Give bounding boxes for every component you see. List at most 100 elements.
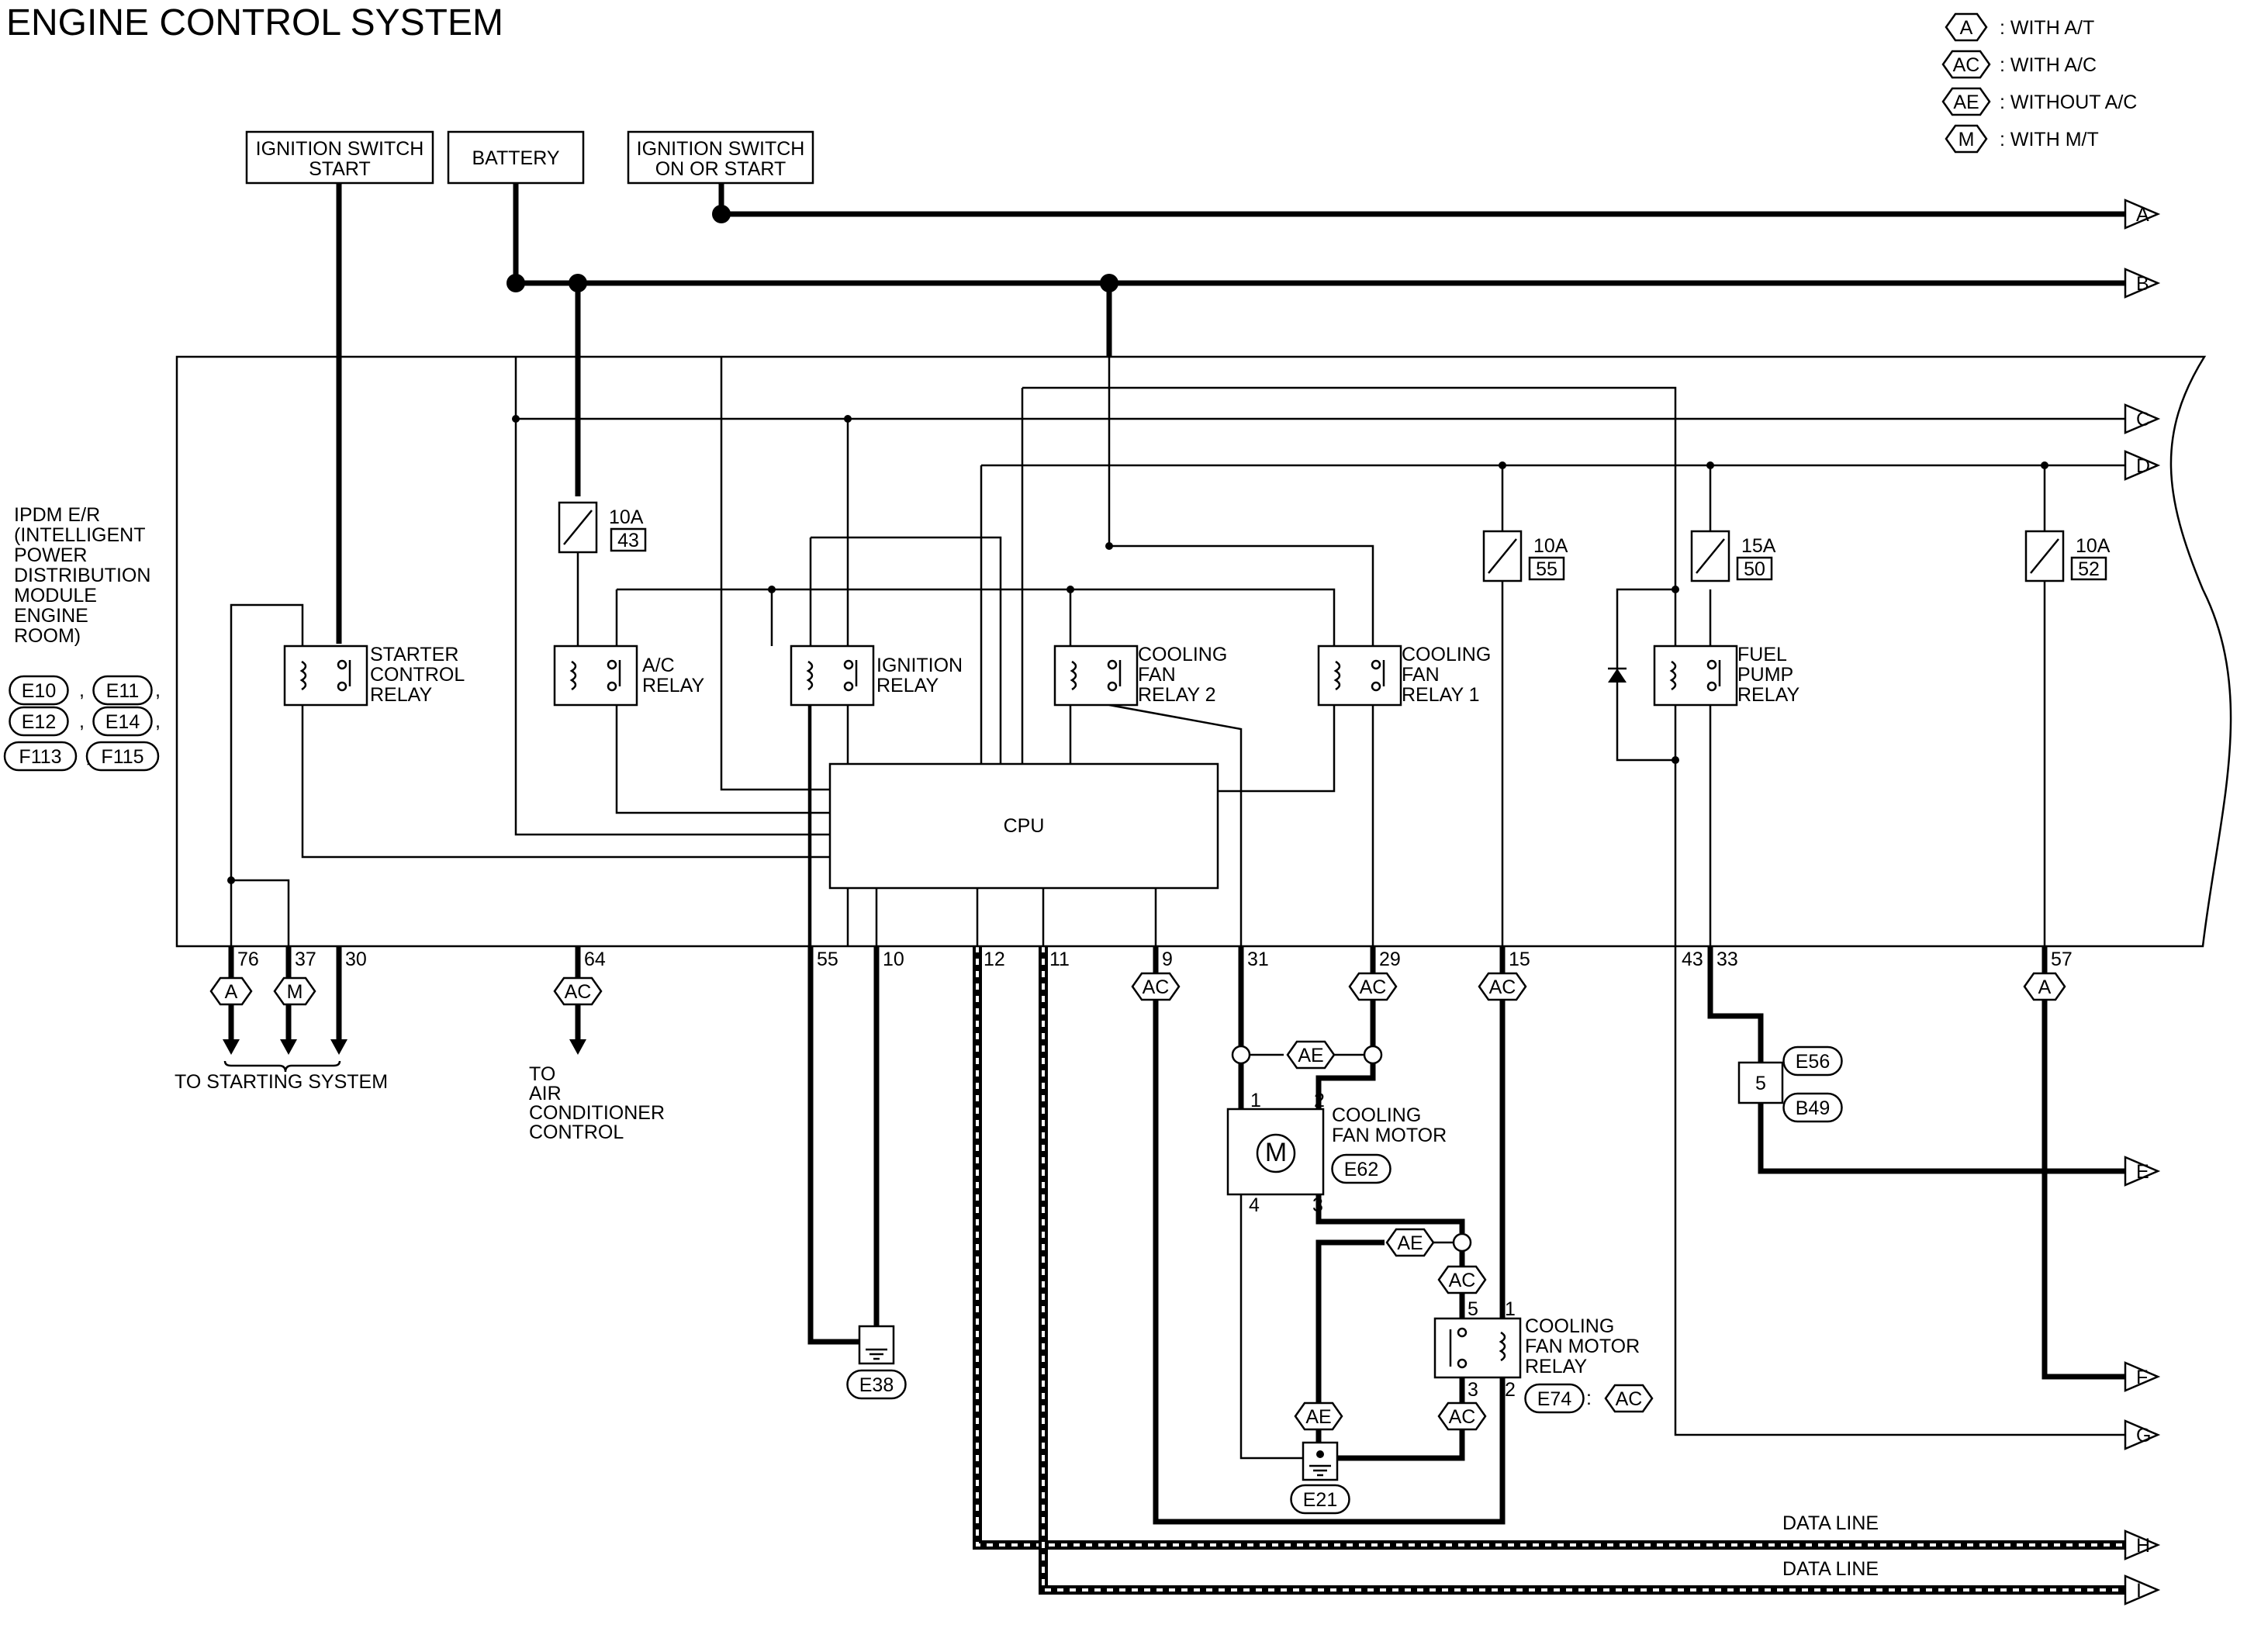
wire: [1315, 1063, 1376, 1109]
ign-cpu-wire: [720, 357, 830, 791]
variant-tag-a: [2023, 972, 2066, 1001]
legend-tag-text: AE: [1953, 92, 1979, 113]
connector-tag-text: E10: [22, 680, 56, 702]
fan-motor-label: COOLING: [1332, 1104, 1421, 1126]
starter-coil-wire: [230, 603, 304, 946]
pin-number: 31: [1247, 949, 1269, 970]
connector-tag: [9, 675, 69, 706]
starter-control-relay-coil: [299, 660, 307, 691]
output-i-text: I: [2136, 1580, 2142, 1602]
fmr-contact: [1457, 1327, 1468, 1338]
ignition-switch-on-box-text: ON OR START: [655, 158, 787, 180]
variant-tag-a-text: A: [2038, 976, 2052, 998]
data-line-i-dash: [1042, 946, 2125, 1592]
battery-cpu-wire: [514, 357, 830, 836]
connector-tag: [1782, 1045, 1843, 1077]
junction-dot: [1499, 461, 1506, 469]
pin-number: 1: [1250, 1090, 1261, 1111]
fuse-amp: 10A: [1533, 535, 1568, 557]
variant-tag-ac-text: AC: [1449, 1406, 1476, 1428]
legend-tag: [1945, 124, 1988, 154]
variant-tag-ac-text: AC: [1143, 976, 1170, 998]
variant-tag-ae-text: AE: [1298, 1045, 1323, 1066]
battery-box-text: BATTERY: [472, 147, 560, 169]
ipdm-label: MODULE: [14, 585, 97, 607]
ground-symbol: [866, 1348, 887, 1360]
ground-symbol: [1309, 1464, 1331, 1477]
wire: [231, 879, 290, 946]
junction-dot: [1706, 461, 1714, 469]
ignition-switch-start-box: [245, 130, 434, 185]
fuel-pump-relay-label: RELAY: [1737, 684, 1799, 706]
legend-text: : WITH A/C: [2000, 54, 2097, 76]
fuel-pump-relay-coil: [1669, 660, 1677, 691]
ipdm-label: POWER: [14, 544, 87, 566]
variant-tag-ae: [1294, 1401, 1343, 1431]
to-ac-control: TO: [529, 1063, 555, 1085]
output-d: [2124, 450, 2161, 481]
fuel-pump-relay: [1653, 645, 1738, 707]
starter-control-relay-contact: [337, 659, 347, 670]
ignition-switch-on-box-text: IGNITION SWITCH: [637, 138, 805, 160]
wire: [1239, 1194, 1303, 1460]
connector-tag: [1524, 1383, 1585, 1414]
fuse-num: 55: [1536, 558, 1557, 580]
data-line-h: [973, 946, 2125, 1550]
connector-tag: [1331, 1153, 1392, 1184]
starter-relay-label: STARTER: [370, 644, 458, 665]
starter-control-relay-contact: [337, 681, 347, 692]
connector-tag-text: F113: [19, 746, 61, 768]
variant-tag-ac-text: AC: [1616, 1388, 1643, 1410]
arrow-down: [280, 1039, 297, 1055]
junction-dot: [569, 274, 587, 292]
variant-tag-ac-text: AC: [1449, 1270, 1476, 1291]
wire: [807, 946, 861, 1345]
motor-symbol: [1256, 1133, 1296, 1173]
fuse-52-element: [2030, 538, 2059, 574]
fuel-pump-relay-label: PUMP: [1737, 664, 1793, 686]
variant-tag-ae-text: AE: [1305, 1406, 1331, 1428]
sep: ,: [79, 710, 85, 732]
connector-tag-text: E11: [106, 680, 140, 702]
variant-tag-ae: [1286, 1040, 1336, 1070]
junction-dot: [768, 586, 776, 593]
connector-tag: [85, 741, 160, 772]
to-starting-system: TO STARTING SYSTEM: [175, 1071, 388, 1093]
ground-tag: [846, 1369, 907, 1400]
pin-number: 30: [345, 949, 367, 970]
data-line-h-dash: [976, 946, 2125, 1547]
fan2-out-wire: [1108, 703, 1243, 946]
variant-tag-ac: [1348, 972, 1398, 1001]
legend-tag: [1945, 12, 1988, 42]
fan-feed: [1108, 357, 1374, 646]
ipdm-outline: [175, 355, 2232, 948]
variant-tag-a-text: A: [225, 981, 238, 1003]
fuse-num-box: [610, 527, 647, 552]
fan-relay-1-label: COOLING: [1402, 644, 1491, 665]
pin-number: 64: [584, 949, 606, 970]
junction-dot: [506, 274, 525, 292]
to-ac-control: CONDITIONER: [529, 1102, 665, 1124]
pin-number: 55: [817, 949, 838, 970]
output-b-text: B: [2136, 273, 2149, 295]
junction-dot: [512, 415, 520, 423]
pin9-15-loop: [1153, 946, 1506, 1525]
output-h: [2124, 1529, 2161, 1560]
output-h-text: H: [2136, 1535, 2150, 1557]
open-junction: [1452, 1232, 1472, 1253]
output-g: [2124, 1419, 2161, 1450]
ac-relay: [553, 645, 638, 707]
legend-tag-text: M: [1958, 129, 1975, 150]
ignition-switch-on-box: [627, 130, 814, 185]
variant-tag-ae: [1385, 1228, 1435, 1257]
ignition-switch-start-box-text: IGNITION SWITCH: [256, 138, 424, 160]
wire: [1315, 1239, 1385, 1458]
pin-number: 57: [2051, 949, 2073, 970]
fuse-num-box: [2070, 556, 2107, 581]
ground-e21: [1302, 1441, 1339, 1481]
pin-number: 76: [237, 949, 259, 970]
connector-tag-text: E74: [1537, 1388, 1572, 1410]
ac-relay-label: RELAY: [642, 675, 704, 696]
ignition-relay-label: IGNITION: [876, 655, 963, 676]
